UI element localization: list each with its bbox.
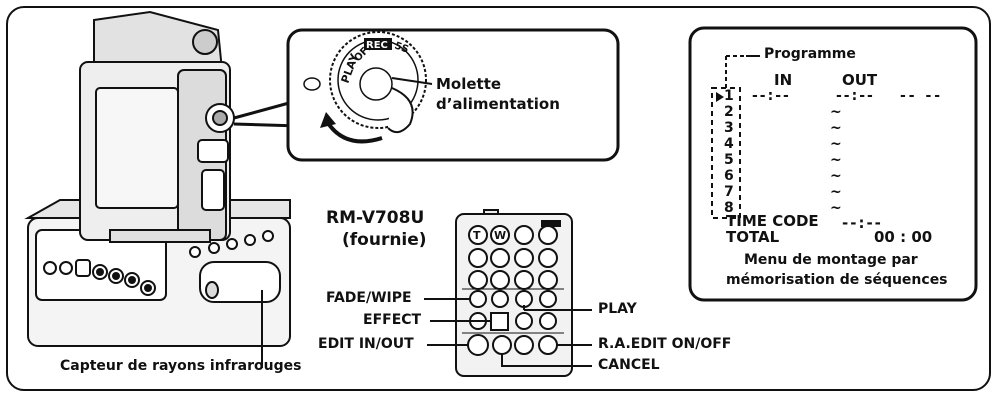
remote-control [455,209,573,377]
dial-pos-rec: REC [366,40,388,51]
dial-indicator [303,77,321,91]
menu-separator: ~ [830,200,842,216]
edit-in-out-label: EDIT IN/OUT [318,336,414,352]
fade-wipe-label: FADE/WIPE [326,290,412,306]
total-value: 00 : 00 [874,228,933,246]
menu-row-number: 6 [724,168,734,184]
menu-row1-extra: -- -- [900,88,944,104]
ra-edit-label: R.A.EDIT ON/OFF [598,336,732,352]
programme-label: Programme [764,46,856,62]
remote-model-label: RM-V708U [326,208,425,228]
menu-col-in: IN [774,71,793,89]
remote-button-t: T [473,229,481,242]
menu-separator: ~ [830,136,842,152]
dial-label-line2: d’alimentation [436,95,560,113]
menu-row-number: 1 [724,88,734,104]
menu-col-out: OUT [842,71,878,89]
total-label: TOTAL [726,228,780,246]
ir-sensor-label: Capteur de rayons infrarouges [60,358,302,374]
menu-caption-line1: Menu de montage par [744,252,918,268]
menu-row-number: 5 [724,152,734,168]
cursor-icon [716,92,724,102]
dial-label-line1: Molette [436,75,502,93]
menu-row-number: 8 [724,200,734,216]
menu-separator: ~ [830,168,842,184]
menu-row-number: 3 [724,120,734,136]
time-code-value: --:-- [842,214,883,232]
menu-row-number: 4 [724,136,734,152]
menu-row-number: 7 [724,184,734,200]
camcorder [79,10,235,243]
menu-caption-line2: mémorisation de séquences [726,272,948,288]
dial-pos-5s: 5S [393,40,410,55]
remote-button-w: W [494,229,506,242]
time-code-label: TIME CODE [726,212,819,230]
cancel-label: CANCEL [598,357,660,373]
effect-label: EFFECT [363,312,422,328]
menu-row1-in: --:-- [752,88,791,104]
remote-callout-lines [424,298,592,367]
remote-supplied-label: (fournie) [342,230,427,250]
menu-separator: ~ [830,184,842,200]
menu-row1-out: --:-- [836,88,875,104]
menu-row-number: 2 [724,104,734,120]
menu-separator: ~ [830,152,842,168]
menu-separator: ~ [830,120,842,136]
menu-separator: ~ [830,104,842,120]
play-label: PLAY [598,301,637,317]
menu-inset [688,26,978,302]
